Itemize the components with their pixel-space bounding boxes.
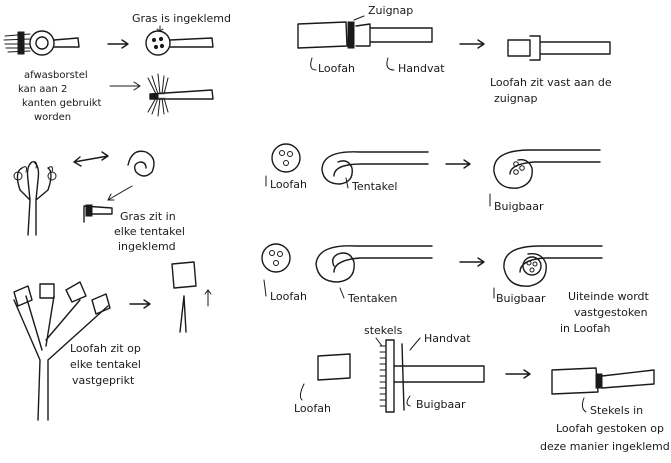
label-loofah-b: Loofah [270,178,307,191]
label-afwasborstel-4: worden [34,112,71,123]
label-loofah-prikt-3: vastgeprikt [72,374,135,387]
label-buigbaar-c: Buigbaar [496,292,546,305]
spiral-tentacle-b [321,151,429,185]
brush-two-sided [147,73,214,117]
arrow-down-left [107,185,133,201]
spiral-tentacle [127,150,155,177]
label-afwasborstel-3: kanten gebruikt [22,98,102,109]
arrow-row4 [505,369,531,379]
pointer-loofah-c [263,279,267,297]
label-loofah-prikt-2: elke tentakel [70,358,141,371]
label-uiteinde-1: Uiteinde wordt [568,290,650,303]
brush-ring-with-grass [3,30,80,56]
label-gras-tentakel-3: ingeklemd [118,240,176,253]
label-zuignap: Zuignap [368,4,413,17]
label-loofah-c: Loofah [270,290,307,303]
arrow-row2 [445,159,471,169]
loofah-block-d [317,353,351,381]
label-tentakel-b: Tentakel [351,180,397,193]
loofah-ball-c [261,243,291,273]
label-gras-tentakel-1: Gras zit in [120,210,176,223]
suction-cup-result [507,35,611,61]
label-stekels-loofah-3: deze manier ingeklemd [540,440,670,453]
label-afwasborstel-1: afwasborstel [24,70,88,81]
label-afwasborstel-2: kan aan 2 [18,84,67,95]
label-loofah-zuignap-1: Loofah zit vast aan de [490,76,612,89]
pointer-tentakel-b [345,177,349,189]
label-tentaken-c: Tentaken [347,292,397,305]
label-handvat-d: Handvat [424,332,471,345]
arrow-tree [129,299,151,309]
label-uiteinde-3: in Loofah [560,322,611,335]
spiked-plate [379,339,485,413]
pointer-stekels [375,337,383,347]
loofah-square-on-stick [171,261,212,333]
label-loofah-zuignap-2: zuignap [494,92,537,105]
label-uiteinde-2: vastgestoken [574,306,648,319]
pointer-stekels-loofah [581,397,587,413]
tentacle-brush [13,161,57,236]
label-loofah-d: Loofah [294,402,331,415]
label-loofah-prikt-1: Loofah zit op [70,342,141,355]
label-loofah-a: Loofah [318,62,355,75]
label-gras-ingeklemd: Gras is ingeklemd [132,12,231,25]
pointer-gras [156,25,164,32]
spiral-with-loofah-c [503,245,603,287]
clamped-tentacle [83,204,113,223]
pointer-tentaken-c [339,287,345,299]
pointer-handvat-d [409,337,421,351]
pointer-handvat-a [386,57,395,71]
brush-ring-clamped [145,30,214,56]
pointer-zuignap [353,15,365,21]
label-stekels: stekels [364,324,403,337]
pointer-loofah-d [299,383,305,401]
label-gras-tentakel-2: elke tentakel [114,225,185,238]
label-buigbaar-b: Buigbaar [494,200,544,213]
double-arrow [73,151,109,167]
pointer-buigbaar-d [406,395,411,407]
arrow-afwas [109,81,141,91]
arrow-row3 [459,257,485,267]
spiral-with-loofah-b [493,149,601,189]
label-stekels-loofah-1: Stekels in [590,404,643,417]
spiked-result [551,367,655,395]
loofah-tree [13,281,111,421]
label-buigbaar-d: Buigbaar [416,398,466,411]
loofah-ball-b [271,143,301,173]
arrow-1 [107,39,129,49]
spiral-tentacle-c [315,245,433,283]
label-handvat-a: Handvat [398,62,445,75]
pointer-loofah-a [310,57,317,71]
arrow-row1 [459,39,485,49]
suction-cup-assembly [297,21,433,49]
label-stekels-loofah-2: Loofah gestoken op [556,422,664,435]
